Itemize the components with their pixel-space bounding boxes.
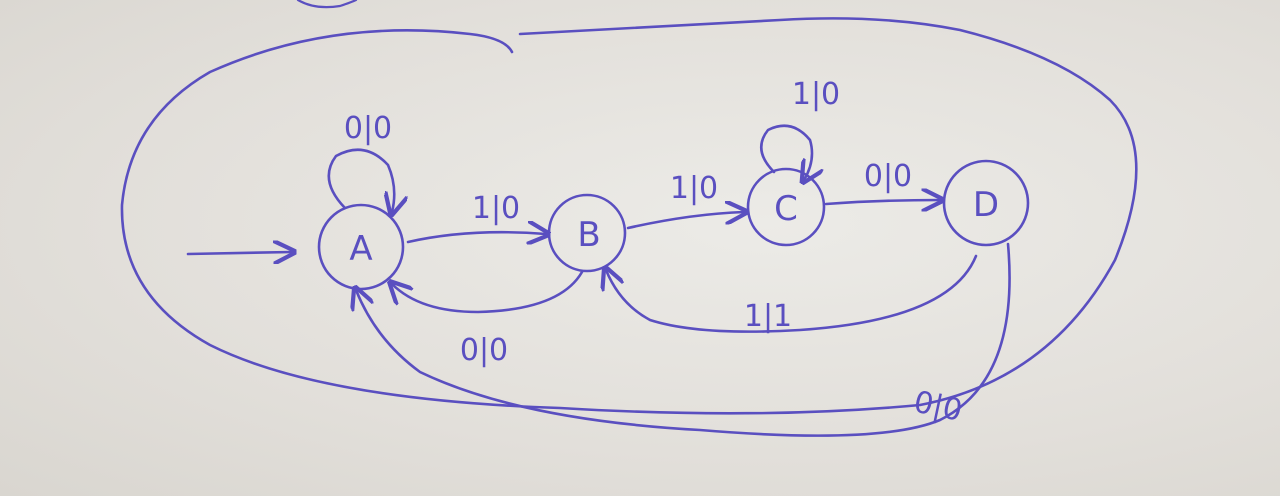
transition-a-a-label: 0|0 [344,111,392,146]
transition-c-d [824,200,940,204]
state-c[interactable]: C [746,167,826,247]
outer-loop-stroke [120,17,1138,415]
state-b-label: B [577,215,600,255]
transition-d-a-label: 0|0 [911,385,966,429]
transition-d-a [356,242,1011,437]
state-d[interactable]: D [942,159,1030,247]
state-d-label: D [973,185,999,225]
transition-c-c-label: 1|0 [792,77,840,112]
state-b[interactable]: B [547,193,627,273]
state-c-label: C [774,189,798,229]
transition-b-a [392,270,584,314]
transition-d-b-label: 1|1 [744,299,792,334]
state-a-label: A [349,229,372,269]
initial-arrow [186,252,292,254]
transition-a-b-label: 1|0 [472,191,520,226]
partial-stroke-top [296,0,358,9]
transition-a-b [406,232,546,242]
transition-c-c [760,124,812,180]
transition-d-b [606,254,978,333]
transition-b-c [626,212,744,230]
state-a[interactable]: A [317,203,405,291]
transition-c-d-label: 0|0 [864,159,912,194]
transition-b-c-label: 1|0 [670,171,718,206]
transition-a-a [327,148,394,212]
transition-b-a-label: 0|0 [460,333,508,368]
